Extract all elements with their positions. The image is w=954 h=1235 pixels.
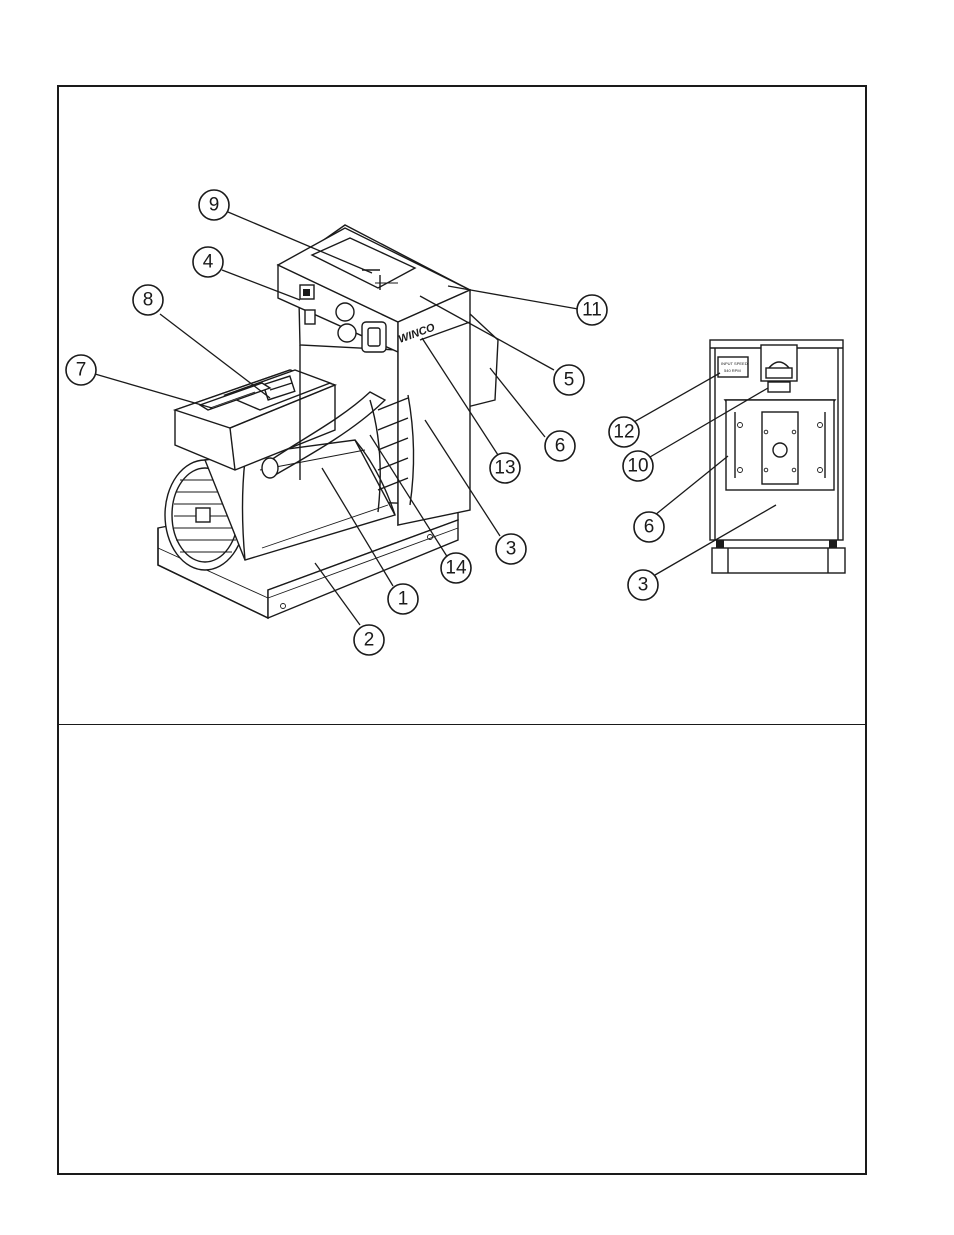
callout-3-rear: 3: [628, 570, 658, 600]
plate-line-1: INPUT SPEED: [721, 361, 748, 366]
callout-9: 9: [199, 190, 229, 220]
svg-text:14: 14: [445, 558, 467, 579]
svg-text:11: 11: [582, 300, 602, 321]
svg-text:10: 10: [627, 456, 648, 477]
callout-13: 13: [490, 453, 520, 483]
svg-text:8: 8: [143, 290, 154, 311]
callout-5: 5: [554, 365, 584, 395]
callout-14: 14: [441, 553, 471, 583]
callout-1: 1: [388, 584, 418, 614]
svg-text:2: 2: [364, 630, 375, 651]
callout-7: 7: [66, 355, 96, 385]
svg-text:13: 13: [494, 458, 515, 479]
generator-rear-view: INPUT SPEED 540 RPM: [710, 340, 845, 573]
callout-3: 3: [496, 534, 526, 564]
svg-text:3: 3: [638, 575, 649, 596]
svg-text:4: 4: [203, 252, 214, 273]
callout-2: 2: [354, 625, 384, 655]
callout-4: 4: [193, 247, 223, 277]
callout-8: 8: [133, 285, 163, 315]
svg-text:6: 6: [555, 436, 566, 457]
callout-6: 6: [545, 431, 575, 461]
speed-plate: [718, 357, 748, 377]
svg-text:5: 5: [564, 370, 575, 391]
svg-text:1: 1: [398, 589, 409, 610]
callout-12: 12: [609, 417, 639, 447]
svg-text:12: 12: [613, 422, 634, 443]
svg-text:7: 7: [76, 360, 87, 381]
svg-text:6: 6: [644, 517, 655, 538]
plate-line-2: 540 RPM: [724, 368, 741, 373]
callout-11: 11: [577, 295, 607, 325]
svg-text:3: 3: [506, 539, 517, 560]
callout-10: 10: [623, 451, 653, 481]
svg-text:9: 9: [209, 195, 220, 216]
callout-6-rear: 6: [634, 512, 664, 542]
